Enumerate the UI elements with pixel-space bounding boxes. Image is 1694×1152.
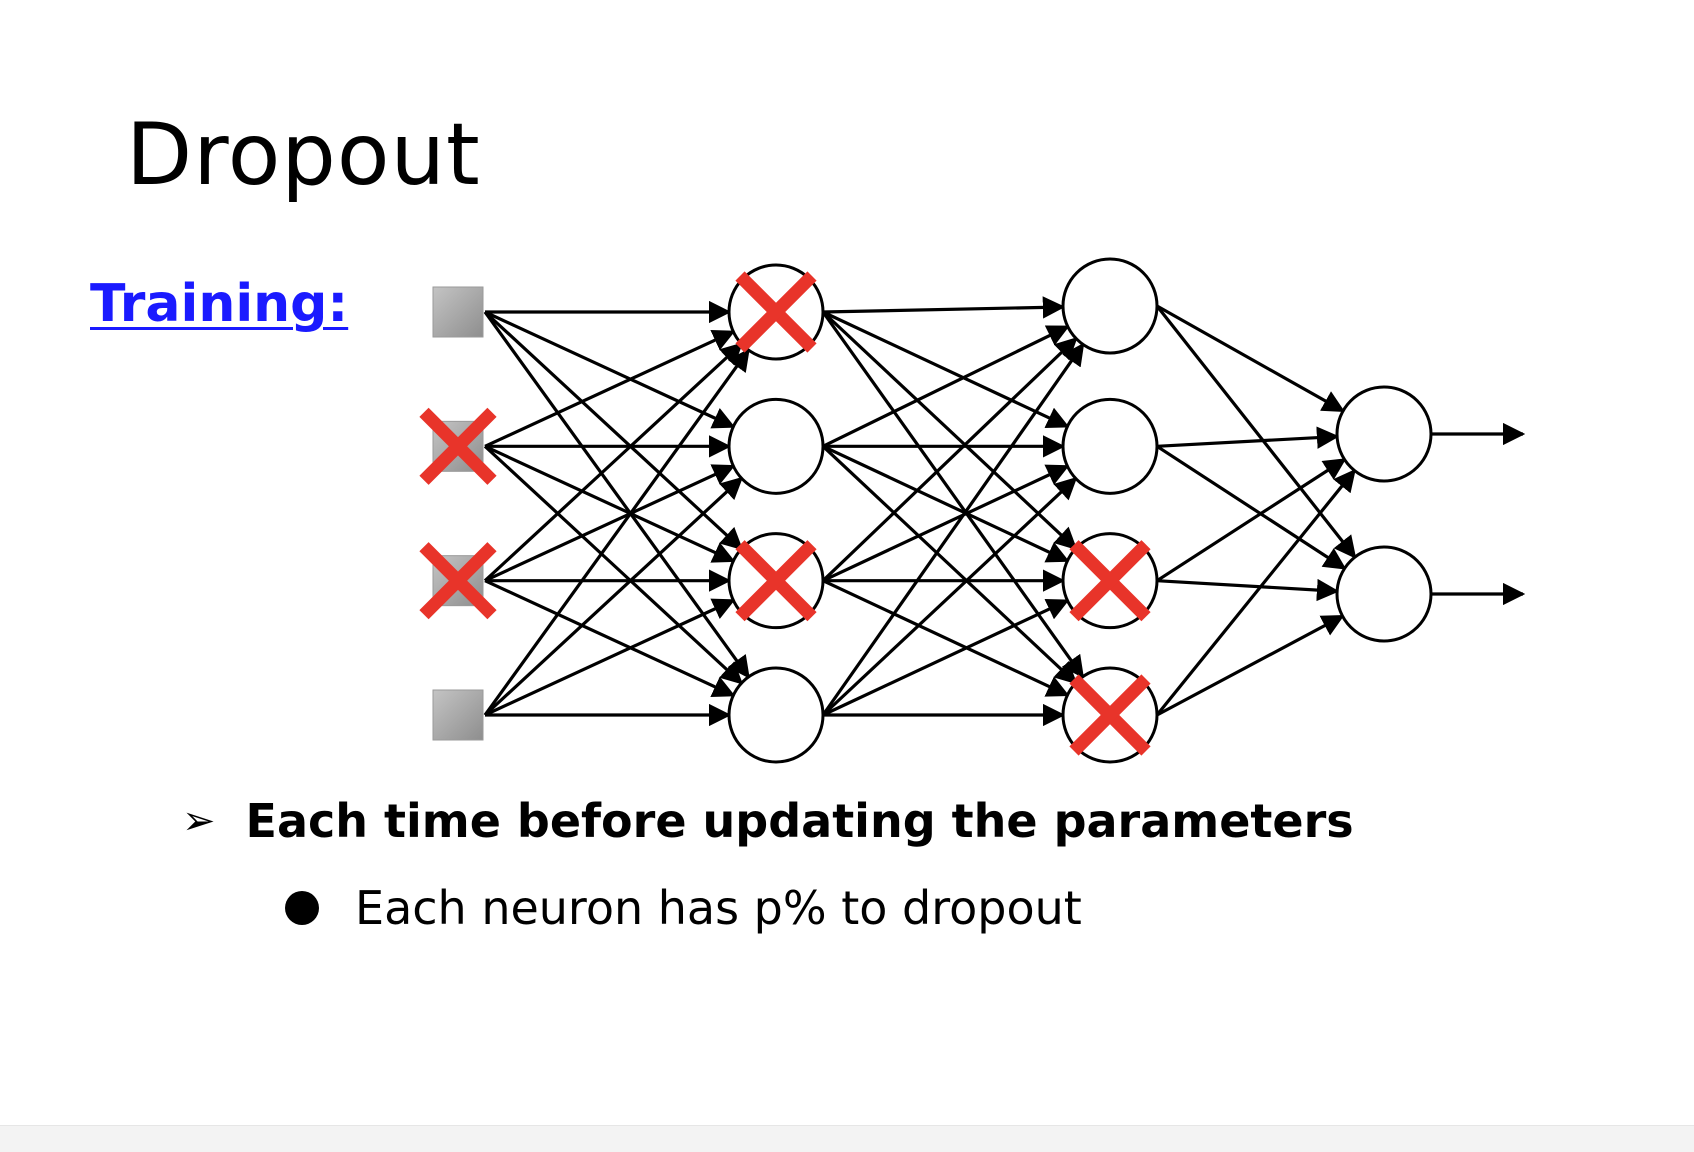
connection-edge — [822, 579, 1070, 697]
connections — [483, 296, 1357, 727]
connection-edge — [822, 296, 1066, 319]
neurons — [432, 257, 1433, 764]
connection-edge — [483, 311, 750, 679]
slide-title: Dropout — [126, 105, 481, 205]
hidden-neuron — [1061, 257, 1159, 355]
connection-edge — [822, 598, 1070, 717]
connection-edge — [1156, 444, 1347, 570]
dropout-x-icon — [735, 540, 817, 622]
dot-bullet-icon — [285, 891, 319, 925]
connection-edge — [821, 445, 1078, 685]
connection-edge — [484, 464, 736, 583]
connection-edge — [483, 445, 744, 685]
connection-edge — [1156, 458, 1347, 583]
connection-edge — [821, 476, 1078, 717]
dropout-x-icon — [419, 407, 497, 485]
connection-edge — [1156, 614, 1345, 717]
connection-edge — [821, 336, 1078, 582]
connection-edge — [821, 342, 1085, 716]
bottom-strip — [0, 1125, 1694, 1152]
connection-edge — [1156, 304, 1346, 413]
connection-edge — [822, 310, 1070, 429]
connection-edge — [822, 325, 1070, 448]
connection-edge — [821, 310, 1078, 551]
connection-edge — [822, 444, 1070, 563]
dropout-marks — [419, 271, 1151, 756]
connection-edge — [1156, 578, 1340, 602]
connection-edge — [484, 444, 736, 563]
dropout-x-icon — [1069, 674, 1151, 756]
output-neuron — [1335, 545, 1433, 643]
hidden-neuron — [727, 397, 825, 495]
connection-edge — [483, 310, 744, 551]
arrow-bullet-icon: ➢ — [182, 798, 216, 844]
connection-edge — [483, 476, 744, 717]
connection-edge — [1155, 468, 1356, 717]
connection-edge — [484, 598, 736, 717]
connection-edge — [821, 311, 1085, 679]
connection-edge — [1156, 426, 1340, 449]
training-label[interactable]: Training: — [90, 274, 349, 334]
input-node — [432, 286, 484, 338]
bullet-2: Each neuron has p% to dropout — [285, 885, 1082, 931]
bullet-1-text: Each time before updating the parameters — [245, 794, 1354, 848]
connection-edge — [483, 348, 750, 716]
hidden-neuron — [727, 666, 825, 764]
hidden-neuron — [1061, 397, 1159, 495]
connection-edge — [822, 464, 1070, 583]
dropout-x-icon — [735, 271, 817, 353]
dropout-x-icon — [419, 542, 497, 620]
output-arrows — [1431, 422, 1526, 606]
dropout-x-icon — [1069, 540, 1151, 622]
connection-edge — [484, 310, 736, 429]
bullet-2-text: Each neuron has p% to dropout — [355, 881, 1082, 935]
connection-edge — [483, 342, 744, 582]
input-node — [432, 689, 484, 741]
connection-edge — [484, 579, 736, 698]
connection-edge — [1155, 305, 1357, 559]
output-neuron — [1335, 385, 1433, 483]
connection-edge — [484, 329, 736, 448]
bullet-1: ➢ Each time before updating the paramete… — [182, 798, 1354, 844]
